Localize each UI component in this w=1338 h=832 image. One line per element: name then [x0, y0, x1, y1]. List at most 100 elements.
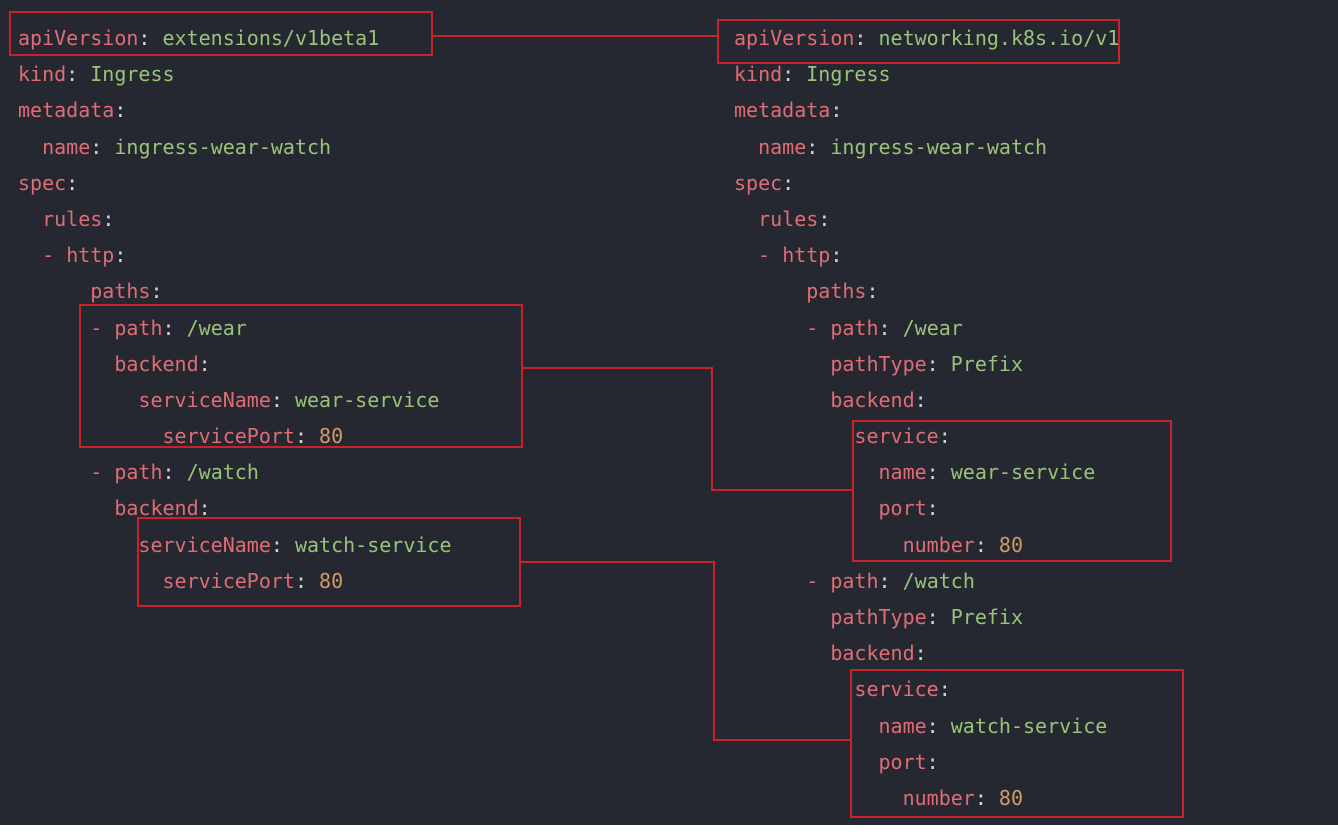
colon: : — [294, 568, 320, 593]
right-code-line: service: — [734, 671, 1119, 707]
yaml-key: spec — [18, 170, 67, 195]
right-code-line: - path: /watch — [734, 563, 1119, 599]
left-code-line: kind: Ingress — [18, 56, 452, 92]
colon: : — [294, 424, 320, 449]
yaml-value: networking.k8s.io/v1 — [878, 26, 1120, 50]
colon: : — [782, 62, 807, 87]
right-code-line: kind: Ingress — [734, 56, 1119, 92]
yaml-key: rules — [758, 206, 819, 231]
right-code-line: name: wear-service — [734, 454, 1119, 490]
yaml-value: Ingress — [806, 62, 891, 87]
right-code-line: backend: — [734, 635, 1119, 671]
colon: : — [926, 351, 951, 376]
colon: : — [270, 387, 295, 412]
list-dash: - — [42, 243, 67, 268]
yaml-value: /watch — [186, 460, 259, 485]
yaml-key: rules — [42, 206, 103, 231]
yaml-key: paths — [806, 279, 867, 304]
list-dash: - — [806, 315, 831, 340]
right-code-line: service: — [734, 418, 1119, 454]
right-code-line: rules: — [734, 201, 1119, 237]
yaml-key: pathType — [830, 351, 927, 376]
yaml-value: /wear — [186, 315, 247, 340]
right-code-line: - path: /wear — [734, 310, 1119, 346]
yaml-key: metadata — [18, 98, 115, 123]
right-code-line: apiVersion: networking.k8s.io/v1 — [734, 20, 1119, 56]
left-code-line: serviceName: wear-service — [18, 382, 452, 418]
yaml-key: port — [878, 749, 927, 774]
colon: : — [162, 315, 187, 340]
left-code-line: servicePort: 80 — [18, 418, 452, 454]
list-dash: - — [90, 315, 115, 340]
colon: : — [270, 532, 295, 557]
colon: : — [66, 62, 91, 87]
yaml-key: serviceName — [138, 387, 271, 412]
yaml-key: name — [758, 134, 807, 159]
colon: : — [782, 170, 795, 195]
yaml-value: ingress-wear-watch — [114, 134, 332, 159]
right-code-line: name: watch-service — [734, 708, 1119, 744]
colon: : — [914, 641, 927, 666]
yaml-value: extensions/v1beta1 — [162, 26, 380, 50]
colon: : — [198, 351, 211, 376]
yaml-value: 80 — [319, 424, 344, 449]
left-code-line: - http: — [18, 237, 452, 273]
yaml-key: port — [878, 496, 927, 521]
right-code-line: number: 80 — [734, 780, 1119, 816]
yaml-value: Prefix — [950, 605, 1023, 629]
yaml-value: watch-service — [294, 532, 452, 557]
right-apiversion-box — [717, 19, 1120, 64]
left-code-line: servicePort: 80 — [18, 563, 452, 599]
yaml-key: pathType — [830, 605, 927, 629]
left-code-line: serviceName: watch-service — [18, 527, 452, 563]
colon: : — [102, 206, 115, 231]
yaml-key: name — [878, 713, 927, 738]
left-code-line: - path: /watch — [18, 454, 452, 490]
right-code-line: spec: — [734, 165, 1119, 201]
list-dash: - — [758, 243, 783, 268]
right-code-line: name: ingress-wear-watch — [734, 129, 1119, 165]
right-code-line: paths: — [734, 273, 1119, 309]
right-code-line: port: — [734, 490, 1119, 526]
colon: : — [830, 98, 843, 123]
yaml-key: backend — [830, 641, 915, 666]
yaml-key: service — [854, 424, 939, 449]
right-code-line: pathType: Prefix — [734, 599, 1119, 635]
right-code-line: number: 80 — [734, 527, 1119, 563]
yaml-key: http — [66, 243, 115, 268]
right-watch-service-box — [850, 669, 1184, 818]
colon: : — [198, 496, 211, 521]
yaml-key: servicePort — [162, 424, 295, 449]
left-code-line: name: ingress-wear-watch — [18, 129, 452, 165]
colon: : — [90, 134, 115, 159]
left-apiversion-box — [9, 11, 433, 56]
yaml-key: backend — [830, 387, 915, 412]
right-code-line: pathType: Prefix — [734, 346, 1119, 382]
left-code-line: spec: — [18, 165, 452, 201]
left-code-line: metadata: — [18, 92, 452, 128]
right-code-line: port: — [734, 744, 1119, 780]
yaml-key: number — [902, 785, 975, 810]
left-code-line: apiVersion: extensions/v1beta1 — [18, 20, 452, 56]
right-code-line: metadata: — [734, 92, 1119, 128]
colon: : — [974, 785, 999, 810]
yaml-key: apiVersion — [18, 26, 139, 50]
yaml-key: path — [830, 568, 879, 593]
yaml-key: name — [42, 134, 91, 159]
right-code-line: - http: — [734, 237, 1119, 273]
yaml-key: http — [782, 243, 831, 268]
colon: : — [938, 677, 951, 702]
colon: : — [926, 605, 951, 629]
colon: : — [878, 315, 903, 340]
yaml-key: servicePort — [162, 568, 295, 593]
right-code-line: backend: — [734, 382, 1119, 418]
list-dash: - — [806, 568, 831, 593]
colon: : — [114, 243, 127, 268]
yaml-key: backend — [114, 351, 199, 376]
colon: : — [926, 749, 939, 774]
colon: : — [866, 279, 879, 304]
colon: : — [150, 279, 163, 304]
yaml-key: backend — [114, 496, 199, 521]
